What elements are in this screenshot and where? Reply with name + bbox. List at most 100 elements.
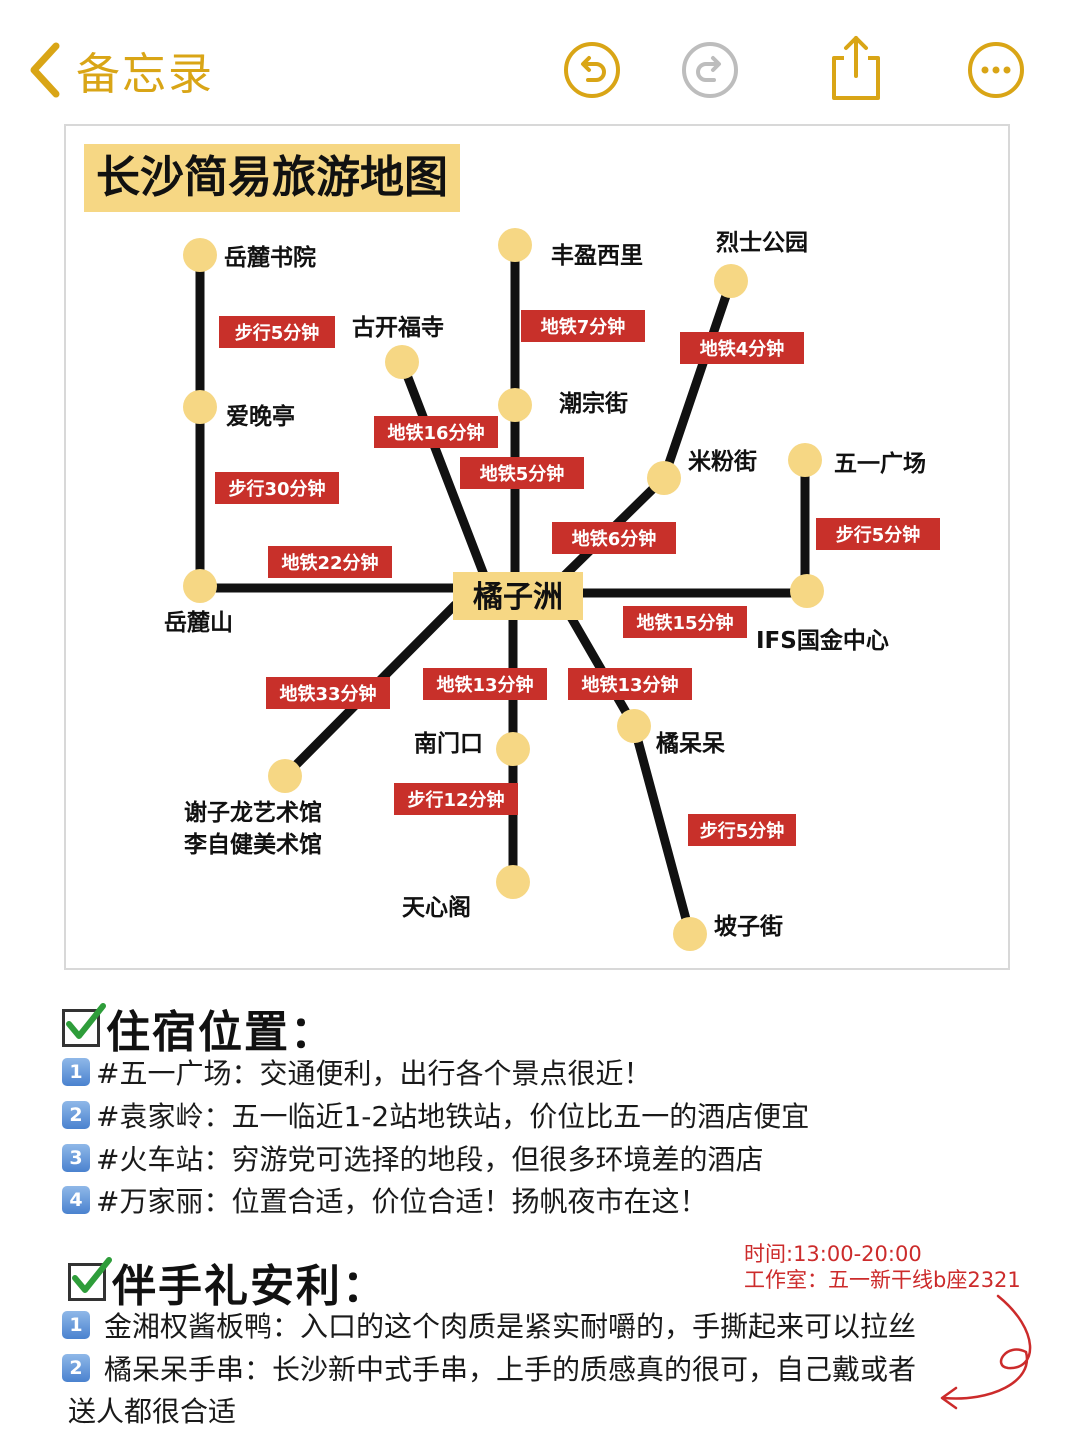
tag-metro15: 地铁15分钟: [636, 612, 733, 634]
station-dot-nanmen: [496, 732, 530, 766]
tag-walk5-a: 步行5分钟: [235, 322, 320, 344]
checkbox-icon: [62, 1003, 106, 1047]
tag-metro6: 地铁6分钟: [572, 528, 657, 550]
tag-walk5-b: 步行5分钟: [836, 524, 921, 546]
station-dots: [183, 228, 824, 951]
label-nanmen: 南门口: [414, 730, 483, 757]
number-3-icon: 3: [62, 1144, 90, 1172]
tag-metro7: 地铁7分钟: [541, 316, 626, 338]
studio-time-note: 时间:13:00-20:00: [744, 1242, 922, 1266]
back-button[interactable]: 备忘录: [28, 38, 214, 102]
tag-box-walk30: [215, 472, 339, 504]
tag-box-walk12: [394, 783, 518, 815]
number-2-icon: 2: [62, 1354, 90, 1382]
gift-item-text: 金湘权酱板鸭：入口的这个肉质是紧实耐嚼的，手撕起来可以拉丝: [104, 1310, 917, 1343]
tag-box-metro13-a: [423, 668, 547, 700]
tag-metro33: 地铁33分钟: [279, 683, 376, 705]
tag-walk30: 步行30分钟: [228, 478, 325, 500]
label-aiwan: 爱晚亭: [226, 403, 295, 430]
tag-box-metro7: [521, 310, 645, 342]
checkbox-icon: [68, 1257, 112, 1301]
undo-icon[interactable]: [562, 40, 622, 100]
gift-item: 1 金湘权酱板鸭：入口的这个肉质是紧实耐嚼的，手撕起来可以拉丝: [62, 1305, 916, 1345]
tag-box-metro22: [268, 546, 392, 578]
station-dot-mifen: [647, 461, 681, 495]
label-yuelu-mountain: 岳麓山: [164, 610, 233, 636]
label-judaidai: 橘呆呆: [656, 730, 725, 757]
tag-box-walk5-b: [816, 518, 940, 550]
tag-walk12: 步行12分钟: [407, 789, 504, 811]
gift-item: 2 橘呆呆手串：长沙新中式手串，上手的质感真的很可，自己戴或者: [62, 1348, 916, 1388]
studio-address-note: 工作室：五一新干线b座2321: [744, 1268, 1021, 1292]
tag-box-walk5-c: [688, 814, 796, 846]
tag-box-metro16: [374, 416, 498, 448]
label-ifs: IFS国金中心: [756, 627, 889, 654]
chevron-left-icon: [30, 42, 60, 98]
time-tags: 步行5分钟 步行30分钟 地铁22分钟 地铁16分钟 地铁7分钟 地铁5分钟 地…: [215, 310, 940, 846]
lodging-item: 2 #袁家岭：五一临近1-2站地铁站，价位比五一的酒店便宜: [62, 1095, 809, 1135]
label-mifen: 米粉街: [688, 448, 757, 475]
number-2-icon: 2: [62, 1101, 90, 1129]
gifts-heading: 伴手礼安利：: [68, 1250, 388, 1314]
nav-bar: 备忘录: [0, 0, 1080, 120]
number-4-icon: 4: [62, 1186, 90, 1214]
label-chaozong: 潮宗街: [559, 390, 628, 417]
tag-box-metro6: [552, 522, 676, 554]
station-dot-fengying: [498, 228, 532, 262]
tag-metro4: 地铁4分钟: [700, 338, 785, 360]
hub-box: [453, 572, 583, 620]
lodging-item: 1 #五一广场：交通便利，出行各个景点很近！: [62, 1052, 651, 1092]
more-icon[interactable]: [966, 40, 1026, 100]
lodging-item-text: #五一广场：交通便利，出行各个景点很近！: [96, 1057, 652, 1090]
lodging-title: 住宿位置：: [106, 1007, 336, 1058]
label-tianxin: 天心阁: [402, 894, 471, 921]
lodging-item: 4 #万家丽：位置合适，价位合适！扬帆夜市在这！: [62, 1180, 707, 1220]
back-title: 备忘录: [76, 49, 214, 100]
number-1-icon: 1: [62, 1311, 90, 1339]
tag-box-metro13-b: [568, 668, 692, 700]
label-xie: 谢子龙艺术馆: [184, 799, 322, 826]
lodging-item: 3 #火车站：穷游党可选择的地段，但很多环境差的酒店: [62, 1138, 763, 1178]
tag-metro13-a: 地铁13分钟: [436, 674, 533, 696]
tag-box-metro4: [680, 332, 804, 364]
station-dot-xie: [268, 759, 302, 793]
share-icon[interactable]: [826, 32, 886, 102]
tag-metro16: 地铁16分钟: [387, 422, 484, 444]
hub-label: 橘子洲: [473, 580, 563, 615]
tag-metro5: 地铁5分钟: [480, 463, 565, 485]
redo-icon[interactable]: [680, 40, 740, 100]
station-dot-yuelu-mountain: [183, 569, 217, 603]
tag-box-metro15: [623, 606, 747, 638]
tag-metro22: 地铁22分钟: [281, 552, 378, 574]
label-pozi: 坡子街: [714, 913, 783, 940]
station-dot-lieshi: [714, 264, 748, 298]
station-dot-gukai: [385, 345, 419, 379]
gift-item-continuation: 送人都很合适: [68, 1395, 237, 1428]
lodging-item-text: #火车站：穷游党可选择的地段，但很多环境差的酒店: [96, 1143, 764, 1176]
label-li: 李自健美术馆: [184, 831, 322, 858]
lodging-item-text: #万家丽：位置合适，价位合适！扬帆夜市在这！: [96, 1185, 708, 1218]
gift-item-text: 橘呆呆手串：长沙新中式手串，上手的质感真的很可，自己戴或者: [104, 1353, 917, 1386]
tag-walk5-c: 步行5分钟: [700, 820, 785, 842]
map-title: 长沙简易旅游地图: [84, 144, 460, 212]
station-dot-wuyi: [788, 443, 822, 477]
red-arrow-icon: [940, 1294, 1032, 1410]
label-gukai: 古开福寺: [352, 315, 444, 341]
label-yuelu-academy: 岳麓书院: [224, 244, 316, 271]
number-1-icon: 1: [62, 1058, 90, 1086]
station-dot-aiwan: [183, 390, 217, 424]
lodging-item-text: #袁家岭：五一临近1-2站地铁站，价位比五一的酒店便宜: [96, 1100, 810, 1133]
lodging-heading: 住宿位置：: [62, 996, 336, 1060]
tag-metro13-b: 地铁13分钟: [581, 674, 678, 696]
tag-box-metro33: [266, 677, 390, 709]
station-dot-tianxin: [496, 865, 530, 899]
station-dot-chaozong: [498, 388, 532, 422]
gifts-title: 伴手礼安利：: [112, 1261, 388, 1312]
label-lieshi: 烈士公园: [716, 230, 808, 256]
label-wuyi: 五一广场: [834, 450, 926, 477]
tag-box-metro5: [460, 457, 584, 489]
label-fengying: 丰盈西里: [551, 243, 643, 269]
station-dot-judaidai: [617, 709, 651, 743]
tag-box-walk5-a: [219, 316, 335, 348]
station-dot-pozi: [673, 917, 707, 951]
